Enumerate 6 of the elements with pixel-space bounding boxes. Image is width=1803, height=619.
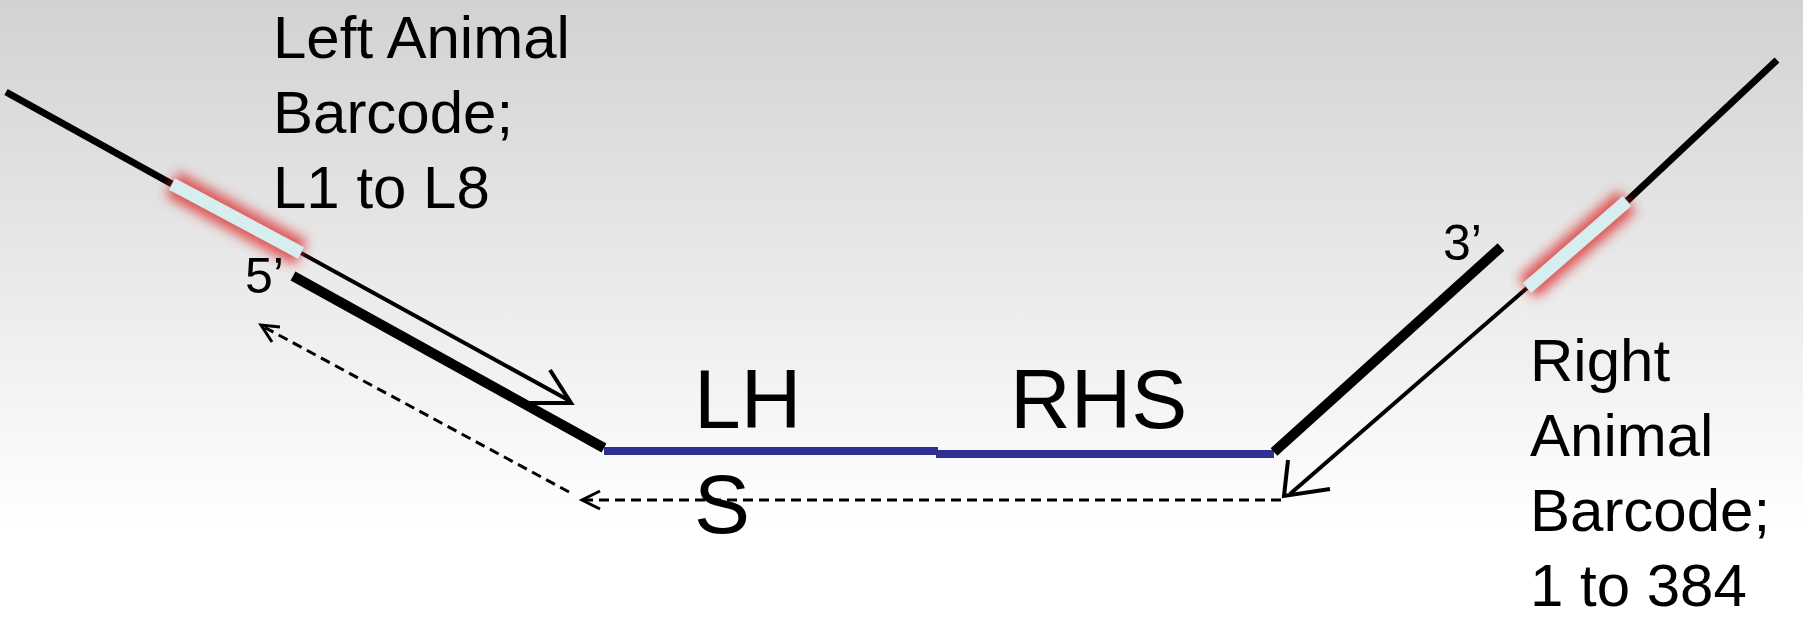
strand-end-label: 3’ [1443, 218, 1482, 268]
region-label: LH [694, 357, 802, 441]
barcode-caption: Right Animal Barcode; 1 to 384 [1530, 326, 1772, 619]
region-label: RHS [1010, 357, 1188, 441]
strand-end-label: 5’ [245, 251, 284, 301]
barcode-caption: Left Animal Barcode; L1 to L8 [273, 3, 571, 223]
